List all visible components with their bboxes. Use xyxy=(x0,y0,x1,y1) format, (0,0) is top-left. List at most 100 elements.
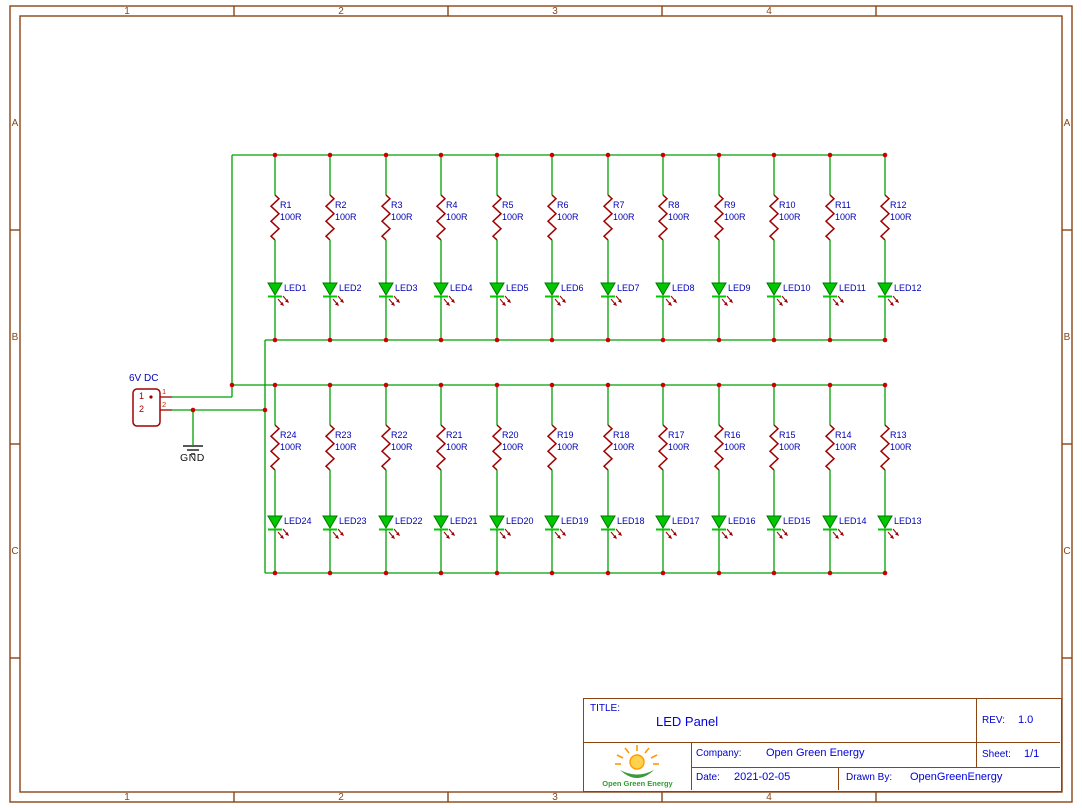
resistor-symbol[interactable] xyxy=(602,194,614,241)
led-symbol[interactable] xyxy=(877,515,893,529)
arrow-head-icon xyxy=(557,535,561,539)
resistor-symbol[interactable] xyxy=(324,194,336,241)
arrow-head-icon xyxy=(895,532,899,536)
resistor-symbol[interactable] xyxy=(380,194,392,241)
led-symbol[interactable] xyxy=(711,282,727,296)
resistor-symbol[interactable] xyxy=(269,194,281,241)
resistor-symbol[interactable] xyxy=(546,194,558,241)
arrow-head-icon xyxy=(724,535,728,539)
led-symbol[interactable] xyxy=(433,282,449,296)
led-ref: LED13 xyxy=(894,516,922,526)
resistor-symbol[interactable] xyxy=(380,424,392,471)
resistor-ref: R20 xyxy=(502,430,519,440)
led-symbol[interactable] xyxy=(877,282,893,296)
junction-dot xyxy=(660,570,666,576)
junction-dot xyxy=(549,382,555,388)
led-symbol[interactable] xyxy=(267,515,283,529)
resistor-symbol[interactable] xyxy=(824,194,836,241)
resistor-value: 100R xyxy=(446,442,468,452)
led-symbol[interactable] xyxy=(322,515,338,529)
frame-col-label: 1 xyxy=(124,792,130,803)
led-symbol[interactable] xyxy=(766,282,782,296)
branch-symbol xyxy=(378,382,400,576)
led-symbol[interactable] xyxy=(489,515,505,529)
junction-dot xyxy=(272,382,278,388)
resistor-symbol[interactable] xyxy=(657,194,669,241)
led-symbol[interactable] xyxy=(822,515,838,529)
resistor-symbol[interactable] xyxy=(713,194,725,241)
led-symbol[interactable] xyxy=(600,515,616,529)
led-symbol[interactable] xyxy=(544,282,560,296)
resistor-symbol[interactable] xyxy=(879,194,891,241)
company-logo: Open Green Energy xyxy=(584,742,691,790)
junction-dot xyxy=(716,152,722,158)
resistor-symbol[interactable] xyxy=(768,424,780,471)
resistor-symbol[interactable] xyxy=(713,424,725,471)
resistor-value: 100R xyxy=(502,442,524,452)
resistor-symbol[interactable] xyxy=(435,424,447,471)
resistor-symbol[interactable] xyxy=(879,424,891,471)
frame-row-label: B xyxy=(1064,332,1071,343)
led-symbol[interactable] xyxy=(378,282,394,296)
resistor-symbol[interactable] xyxy=(491,424,503,471)
resistor-ref: R18 xyxy=(613,430,630,440)
connector-pad2-number: 2 xyxy=(162,400,167,409)
led-symbol[interactable] xyxy=(378,515,394,529)
junction-dot xyxy=(716,337,722,343)
led-symbol[interactable] xyxy=(655,282,671,296)
resistor-symbol[interactable] xyxy=(824,424,836,471)
resistor-symbol[interactable] xyxy=(324,424,336,471)
led-symbol[interactable] xyxy=(655,515,671,529)
frame-col-label: 2 xyxy=(338,6,344,17)
resistor-symbol[interactable] xyxy=(269,424,281,471)
led-ref: LED8 xyxy=(672,283,695,293)
frame-row-label: C xyxy=(1063,546,1070,557)
led-symbol[interactable] xyxy=(433,515,449,529)
led-symbol[interactable] xyxy=(322,282,338,296)
resistor-symbol[interactable] xyxy=(546,424,558,471)
resistor-symbol[interactable] xyxy=(768,194,780,241)
frame-row-label: B xyxy=(12,332,19,343)
resistor-symbol[interactable] xyxy=(602,424,614,471)
led-symbol[interactable] xyxy=(822,282,838,296)
resistor-symbol[interactable] xyxy=(491,194,503,241)
resistor-symbol[interactable] xyxy=(435,194,447,241)
led-symbol[interactable] xyxy=(267,282,283,296)
power-connector-body[interactable] xyxy=(132,388,161,427)
led-symbol[interactable] xyxy=(544,515,560,529)
led-symbol[interactable] xyxy=(711,515,727,529)
led-symbol[interactable] xyxy=(600,282,616,296)
led-symbol[interactable] xyxy=(766,515,782,529)
branch-symbol xyxy=(322,152,344,343)
junction-dot xyxy=(438,152,444,158)
resistor-value: 100R xyxy=(668,212,690,222)
resistor-symbol[interactable] xyxy=(657,424,669,471)
gnd-label: GND xyxy=(180,452,205,464)
led-symbol[interactable] xyxy=(489,282,505,296)
arrow-head-icon xyxy=(613,302,617,306)
